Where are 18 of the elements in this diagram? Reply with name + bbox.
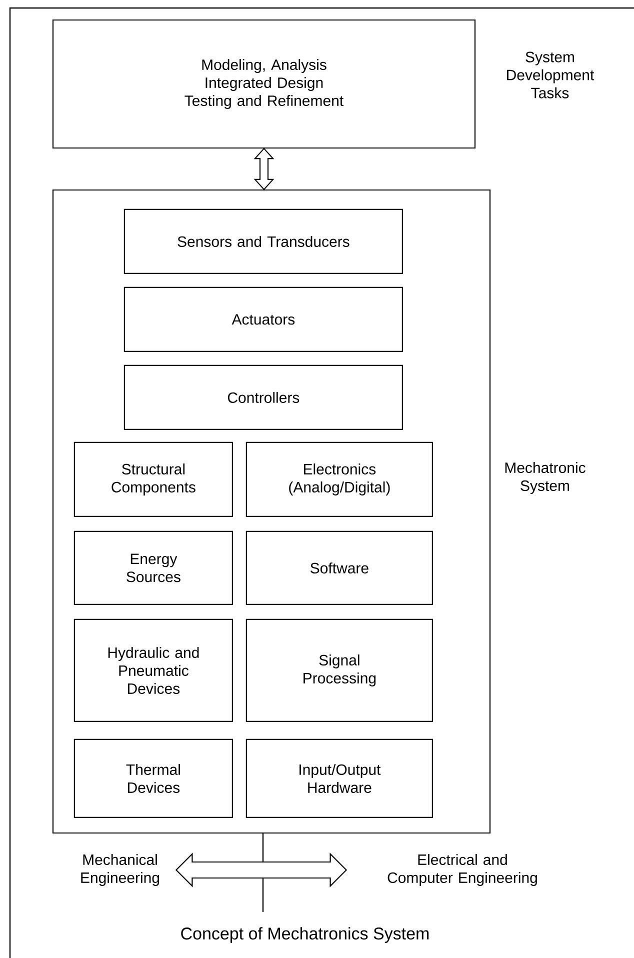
side-label: System Development Tasks bbox=[507, 52, 594, 98]
discipline-label: Electrical and Computer Engineering bbox=[388, 854, 537, 886]
component-box: Input/Output Hardware bbox=[246, 738, 433, 818]
side-label: Mechatronic System bbox=[505, 462, 586, 494]
component-box: Actuators bbox=[124, 286, 403, 352]
task-box: Modeling, Analysis Integrated Design Testing and Refinement bbox=[52, 19, 476, 149]
component-box: Sensors and Transducers bbox=[124, 208, 403, 274]
component-box: Signal Processing bbox=[246, 618, 433, 722]
caption: Concept of Mechatronics System bbox=[181, 927, 429, 943]
discipline-label: Mechanical Engineering bbox=[81, 854, 160, 886]
component-box: Hydraulic and Pneumatic Devices bbox=[74, 618, 233, 722]
component-box: Software bbox=[246, 530, 433, 605]
component-box: Thermal Devices bbox=[74, 738, 233, 818]
component-box: Controllers bbox=[124, 364, 403, 430]
component-box: Electronics (Analog/Digital) bbox=[246, 442, 433, 517]
component-box: Energy Sources bbox=[74, 530, 233, 605]
system-box bbox=[52, 189, 491, 834]
component-box: Structural Components bbox=[74, 442, 233, 517]
